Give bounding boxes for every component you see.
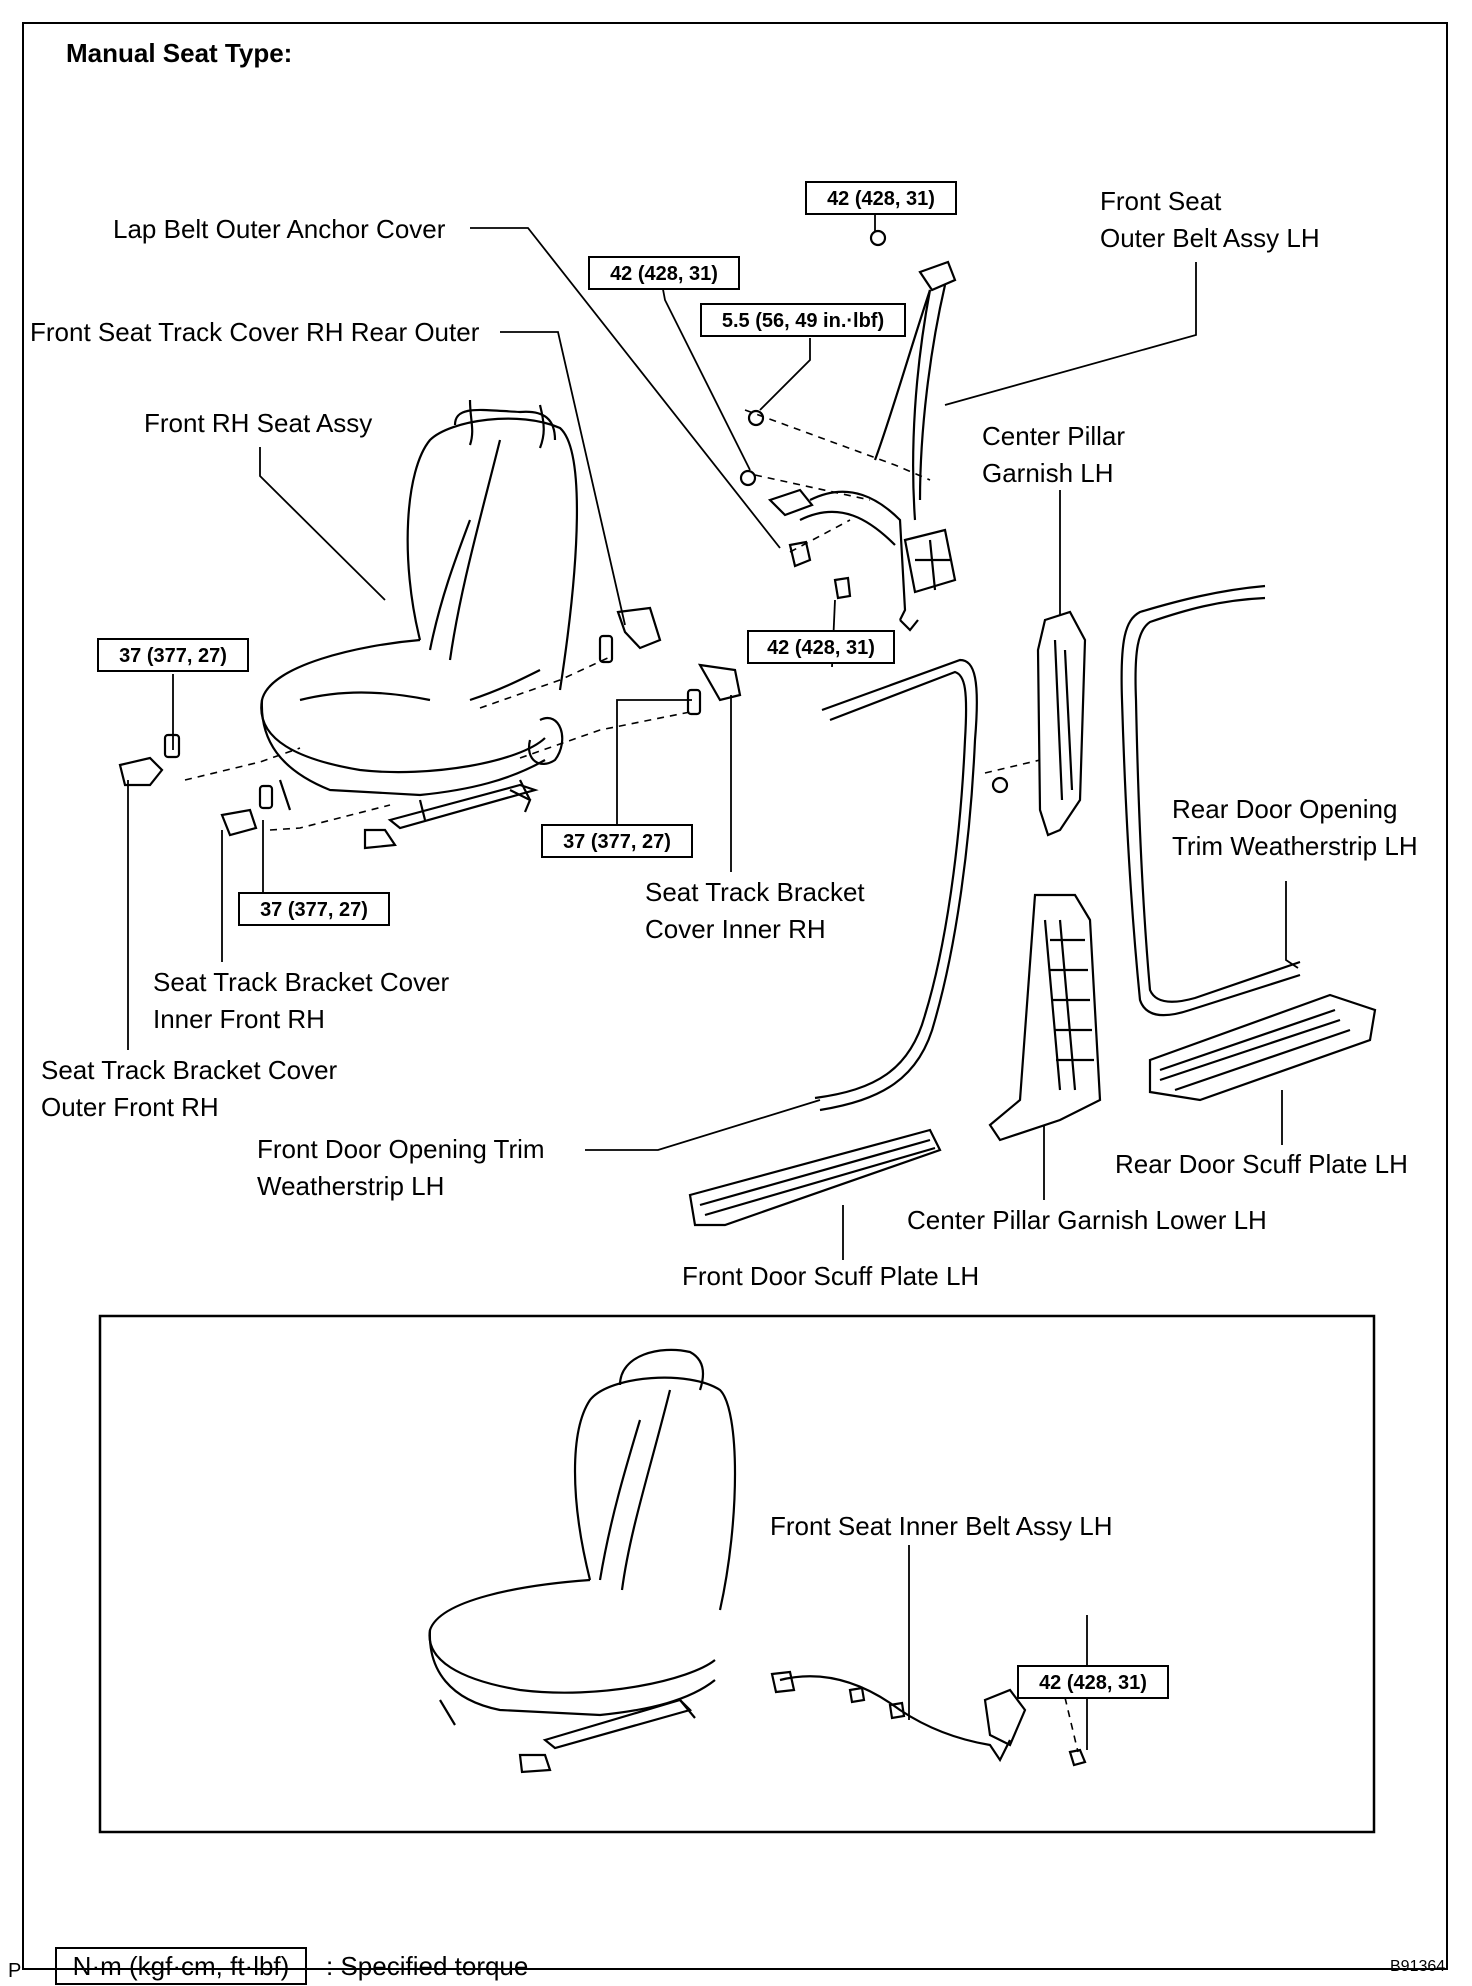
inset-seat-illustration (428, 1348, 737, 1774)
label-rear-door-weatherstrip: Rear Door Opening Trim Weatherstrip LH (1172, 791, 1418, 865)
torque-box: 37 (377, 27) (541, 824, 693, 858)
torque-box: 37 (377, 27) (97, 638, 249, 672)
label-bracket-cover-inner-rh: Seat Track Bracket Cover Inner RH (645, 874, 865, 948)
torque-box: 42 (428, 31) (747, 630, 895, 664)
legend-text: : Specified torque (326, 1951, 529, 1981)
label-line: Rear Door Opening (1172, 794, 1398, 824)
label-line: Seat Track Bracket (645, 877, 865, 907)
label-center-pillar-garnish-lower: Center Pillar Garnish Lower LH (907, 1205, 1267, 1235)
figure-code: B91364 (1390, 1958, 1446, 1975)
torque-box: 5.5 (56, 49 in.·lbf) (700, 303, 906, 337)
label-front-door-scuff-plate: Front Door Scuff Plate LH (682, 1261, 980, 1291)
page-title: Manual Seat Type: (66, 38, 293, 68)
label-line: Inner Front RH (153, 1004, 325, 1034)
label-front-rh-seat-assy: Front RH Seat Assy (144, 408, 373, 438)
label-inner-belt-assy: Front Seat Inner Belt Assy LH (770, 1511, 1113, 1541)
seat-fasteners (118, 606, 742, 837)
page-letter: P (8, 1960, 22, 1982)
label-center-pillar-garnish: Center Pillar Garnish LH (982, 418, 1125, 492)
label-line: Cover Inner RH (645, 914, 826, 944)
diagram-frame (22, 22, 1448, 1970)
label-lap-belt-outer-anchor-cover: Lap Belt Outer Anchor Cover (113, 214, 446, 244)
torque-box: 42 (428, 31) (588, 256, 740, 290)
torque-box: 42 (428, 31) (805, 181, 957, 215)
label-front-door-weatherstrip: Front Door Opening Trim Weatherstrip LH (257, 1131, 545, 1205)
label-front-seat-outer-belt: Front Seat Outer Belt Assy LH (1100, 183, 1320, 257)
rear-door-scuff-illustration (1148, 993, 1377, 1102)
outer-belt-illustration (739, 229, 957, 632)
inset-box (98, 1314, 1376, 1834)
label-line: Front Door Opening Trim (257, 1134, 545, 1164)
center-pillar-illustration (991, 610, 1087, 837)
rear-door-weatherstrip-illustration (1120, 584, 1301, 1017)
center-pillar-lower-illustration (988, 893, 1102, 1142)
front-rh-seat-illustration (260, 399, 579, 850)
torque-box: 42 (428, 31) (1017, 1665, 1169, 1699)
label-line: Seat Track Bracket Cover (153, 967, 450, 997)
dashed-guides (184, 409, 1079, 1753)
label-line: Outer Belt Assy LH (1100, 223, 1320, 253)
label-line: Trim Weatherstrip LH (1172, 831, 1418, 861)
label-line: Outer Front RH (41, 1092, 219, 1122)
label-rear-door-scuff-plate: Rear Door Scuff Plate LH (1115, 1149, 1408, 1179)
label-line: Garnish LH (982, 458, 1114, 488)
label-line: Center Pillar (982, 421, 1126, 451)
label-track-cover-rh-rear-outer: Front Seat Track Cover RH Rear Outer (30, 317, 480, 347)
front-door-weatherstrip-illustration (814, 658, 978, 1112)
label-bracket-cover-outer-front-rh: Seat Track Bracket Cover Outer Front RH (41, 1052, 337, 1126)
label-bracket-cover-inner-front-rh: Seat Track Bracket Cover Inner Front RH (153, 964, 449, 1038)
legend-unit-box: N·m (kgf·cm, ft·lbf) (55, 1947, 307, 1985)
label-line: Seat Track Bracket Cover (41, 1055, 338, 1085)
label-line: Front Seat (1100, 186, 1222, 216)
front-door-scuff-illustration (688, 1128, 942, 1227)
label-line: Weatherstrip LH (257, 1171, 445, 1201)
torque-box: 37 (377, 27) (238, 892, 390, 926)
inner-belt-illustration (770, 1670, 1087, 1767)
